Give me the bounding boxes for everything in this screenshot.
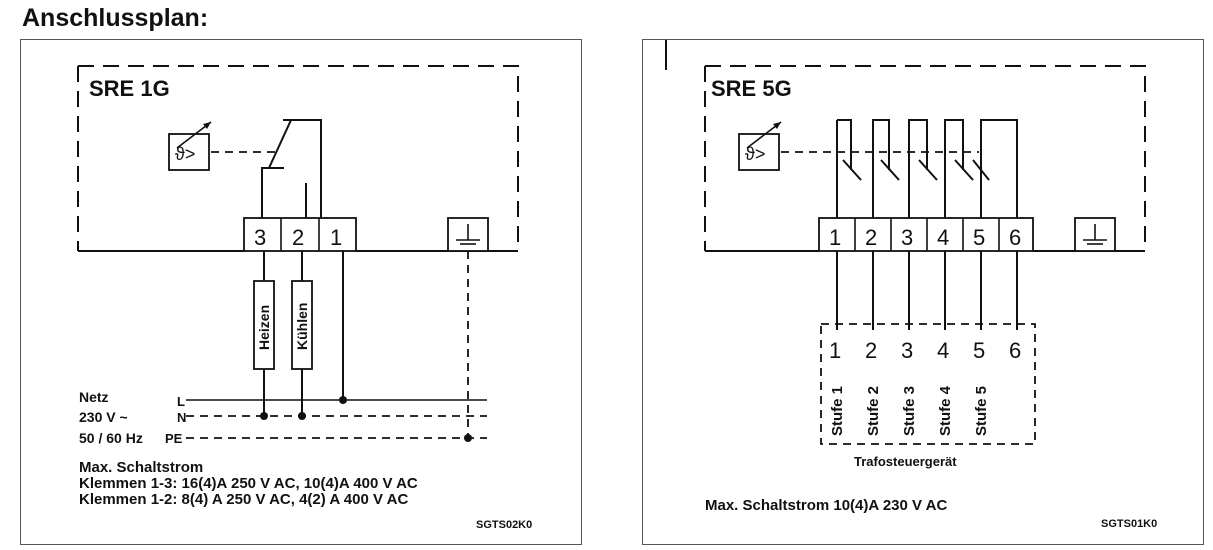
thermostat-sensor-icon: ϑ> xyxy=(168,121,212,171)
drawing-code: SGTS02K0 xyxy=(476,519,532,531)
wiring-diagram-sre-1g: SRE 1G ϑ> 3 2 1 Heizen Kühlen xyxy=(20,39,582,545)
load-heizen xyxy=(253,280,275,370)
conductor-label: PE xyxy=(165,431,183,446)
controller-terminal-label: 1 xyxy=(829,338,841,363)
junction-dot xyxy=(464,434,472,442)
device-title: SRE 5G xyxy=(711,76,792,101)
changeover-contact xyxy=(261,119,322,218)
stage-label: Stufe 4 xyxy=(937,385,954,436)
controller-terminal-label: 2 xyxy=(865,338,877,363)
svg-text:ϑ>: ϑ> xyxy=(745,144,765,164)
device-title: SRE 1G xyxy=(89,76,170,101)
terminal-block xyxy=(243,217,357,252)
housing-outline xyxy=(78,65,519,251)
terminal-label: 3 xyxy=(254,225,266,250)
relay-contacts xyxy=(836,119,1018,218)
terminal-label: 2 xyxy=(292,225,304,250)
terminal-block xyxy=(818,217,1034,252)
svg-text:ϑ>: ϑ> xyxy=(175,144,195,164)
controller-terminal-label: 5 xyxy=(973,338,985,363)
terminal-label: 6 xyxy=(1009,225,1021,250)
terminal-label: 5 xyxy=(973,225,985,250)
ground-icon xyxy=(1074,217,1116,252)
load-label: Kühlen xyxy=(294,303,310,350)
stage-label: Stufe 2 xyxy=(865,386,882,436)
terminal-label: 2 xyxy=(865,225,877,250)
junction-dot xyxy=(260,412,268,420)
conductor-label: N xyxy=(177,410,186,425)
ground-icon xyxy=(447,217,489,252)
wiring-diagram-sre-5g: SRE 5G ϑ> 1 2 3 4 5 6 xyxy=(642,39,1204,545)
spec-line: Max. Schaltstrom 10(4)A 230 V AC xyxy=(705,497,947,514)
controller-terminal-label: 6 xyxy=(1009,338,1021,363)
spec-line: Klemmen 1-2: 8(4) A 250 V AC, 4(2) A 400… xyxy=(79,491,408,508)
supply-voltage: 230 V ~ xyxy=(79,409,128,425)
terminal-label: 3 xyxy=(901,225,913,250)
load-kuehlen xyxy=(291,280,313,370)
terminal-label: 4 xyxy=(937,225,949,250)
supply-frequency: 50 / 60 Hz xyxy=(79,430,143,446)
control-wires xyxy=(836,251,1018,330)
transformer-controller-box xyxy=(820,323,1036,445)
spec-line: Klemmen 1-3: 16(4)A 250 V AC, 10(4)A 400… xyxy=(79,475,418,492)
load-label: Heizen xyxy=(256,305,272,350)
stage-label: Stufe 1 xyxy=(829,386,846,436)
diagram-sre-5g-svg: SRE 5G ϑ> 1 2 3 4 5 6 xyxy=(665,40,1157,530)
terminal-label: 1 xyxy=(330,225,342,250)
drawing-code: SGTS01K0 xyxy=(1101,518,1157,530)
controller-terminal-label: 3 xyxy=(901,338,913,363)
housing-outline xyxy=(705,65,1146,251)
controller-terminal-label: 4 xyxy=(937,338,949,363)
spec-line: Max. Schaltstrom xyxy=(79,459,203,476)
thermostat-sensor-icon: ϑ> xyxy=(738,121,782,171)
junction-dot xyxy=(339,396,347,404)
stage-label: Stufe 5 xyxy=(973,386,990,436)
junction-dot xyxy=(298,412,306,420)
supply-label: Netz xyxy=(79,389,109,405)
controller-label: Trafosteuergerät xyxy=(854,454,957,469)
terminal-label: 1 xyxy=(829,225,841,250)
diagram-sre-1g-svg: SRE 1G ϑ> 3 2 1 Heizen Kühlen xyxy=(77,65,532,531)
stage-label: Stufe 3 xyxy=(901,386,918,436)
page-title: Anschlussplan: xyxy=(22,4,209,32)
conductor-label: L xyxy=(177,394,185,409)
